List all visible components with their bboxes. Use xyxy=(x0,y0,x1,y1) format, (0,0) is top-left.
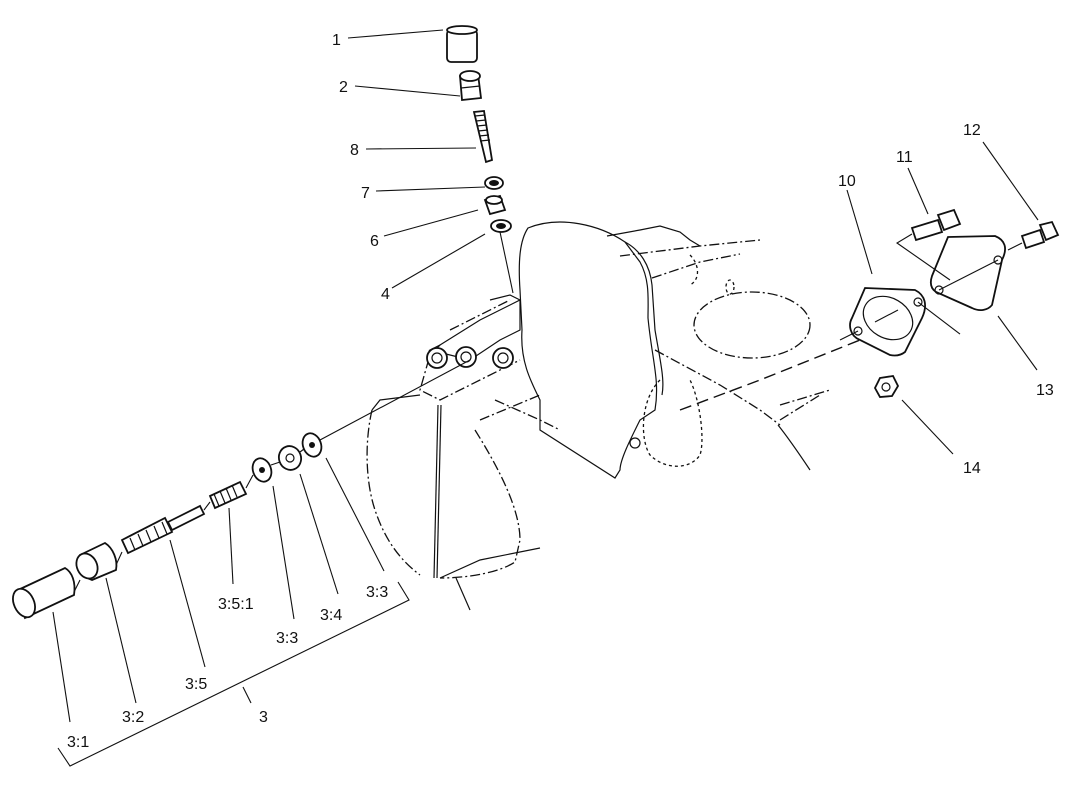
part-10-gasket xyxy=(849,287,926,357)
callout-10: 10 xyxy=(838,173,856,190)
part-11-bolt xyxy=(910,218,944,242)
callout-6: 6 xyxy=(370,233,379,250)
callout-3: 3 xyxy=(259,709,268,726)
callout-14: 14 xyxy=(963,460,981,477)
callout-1: 1 xyxy=(332,32,341,49)
centerline-valve-top xyxy=(499,231,514,294)
leader-lines xyxy=(52,29,1039,767)
callout-13: 13 xyxy=(1036,382,1054,399)
part-12-bolt xyxy=(1020,228,1046,250)
part-3-4-nut xyxy=(277,445,303,471)
callout-11: 11 xyxy=(896,149,913,166)
part-14-nut xyxy=(873,375,900,398)
housing-body xyxy=(366,221,861,611)
callout-8: 8 xyxy=(350,142,359,159)
part-13-cover xyxy=(929,235,1006,312)
callout-3-1: 3:1 xyxy=(67,734,90,751)
callout-3-5-1: 3:5:1 xyxy=(218,596,254,613)
callout-2: 2 xyxy=(339,79,348,96)
part-8-plunger xyxy=(472,110,494,164)
callout-4: 4 xyxy=(381,286,390,303)
right-cover-parts xyxy=(839,208,1060,398)
callout-3-2: 3:2 xyxy=(122,709,145,726)
callout-7: 7 xyxy=(361,185,370,202)
callout-3-5: 3:5 xyxy=(185,676,208,693)
callout-3-3-b: 3:3 xyxy=(366,584,389,601)
top-valve-stack xyxy=(446,25,512,233)
part-3-5-1-spring xyxy=(208,480,248,510)
callout-12: 12 xyxy=(963,122,981,139)
part-3-5-stem xyxy=(120,516,174,555)
callout-3-3-a: 3:3 xyxy=(276,630,299,647)
centerline-valve-left xyxy=(319,359,471,441)
valve-assembly-3 xyxy=(12,432,323,620)
callout-3-4: 3:4 xyxy=(320,607,343,624)
